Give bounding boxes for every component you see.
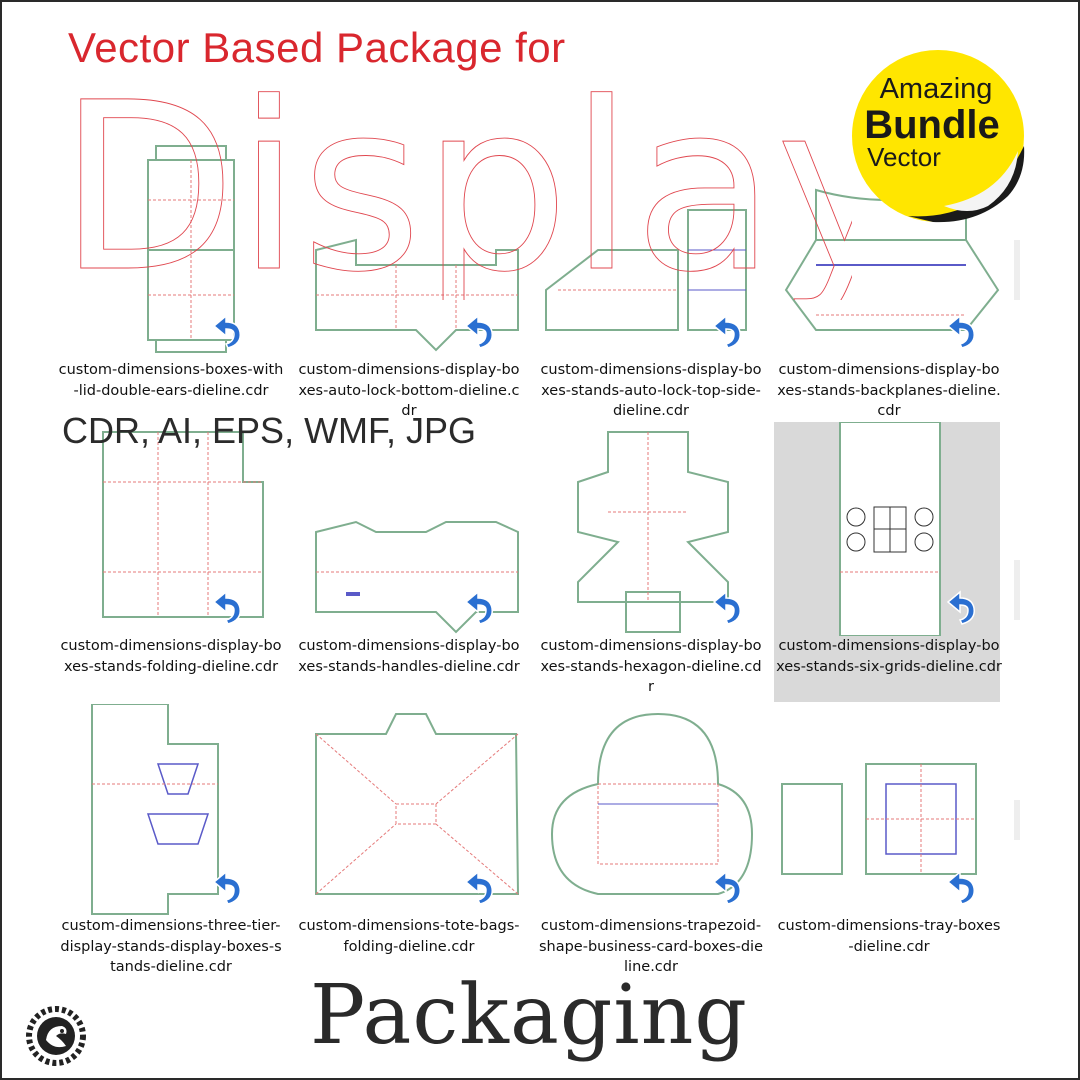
brand-logo-icon: [26, 1006, 86, 1066]
file-name: custom-dimensions-display-boxes-stands-b…: [777, 362, 1001, 419]
shortcut-arrow-icon: [208, 870, 248, 910]
amazing-bundle-badge: Amazing Bundle Vector: [848, 46, 1028, 226]
file-name: custom-dimensions-display-boxes-stands-f…: [60, 638, 282, 675]
file-name: custom-dimensions-trapezoid-shape-busine…: [538, 918, 764, 975]
shortcut-arrow-icon: [708, 590, 748, 630]
file-thumbnail[interactable]: [58, 90, 284, 370]
next-column-partial-thumbnail: [1014, 560, 1020, 620]
shortcut-arrow-icon: [208, 314, 248, 354]
next-column-partial-thumbnail: [1014, 800, 1020, 840]
formats-list: CDR, AI, EPS, WMF, JPG: [62, 410, 477, 451]
badge-line-1: Amazing: [880, 73, 993, 105]
file-thumbnail[interactable]: [538, 704, 764, 984]
badge-page-curl: [908, 146, 1025, 223]
file-thumbnail[interactable]: [774, 422, 1002, 702]
badge-line-2: Bundle: [864, 103, 1000, 147]
file-thumbnail[interactable]: [538, 422, 764, 702]
file-thumbnail[interactable]: [538, 90, 764, 370]
shortcut-arrow-icon: [208, 590, 248, 630]
file-thumbnail[interactable]: [296, 704, 522, 984]
file-name: custom-dimensions-tray-boxes-dieline.cdr: [777, 918, 1001, 955]
file-name: custom-dimensions-display-boxes-stands-h…: [298, 638, 520, 675]
badge-circle: [852, 50, 1024, 222]
file-name: custom-dimensions-three-tier-display-sta…: [60, 918, 282, 975]
shortcut-arrow-icon: [708, 314, 748, 354]
next-column-partial-thumbnail: [1014, 240, 1020, 300]
badge-line-3: Vector: [867, 142, 941, 172]
packaging-word: Packaging: [310, 968, 748, 1063]
file-name: custom-dimensions-display-boxes-stands-s…: [776, 638, 1002, 675]
shortcut-arrow-icon: [460, 870, 500, 910]
file-thumbnail[interactable]: [296, 90, 522, 370]
file-name: custom-dimensions-display-boxes-stands-a…: [540, 362, 762, 419]
badge-curl-highlight: [944, 151, 1018, 211]
file-thumbnail[interactable]: [58, 704, 284, 984]
file-name: custom-dimensions-tote-bags-folding-diel…: [298, 918, 520, 955]
shortcut-arrow-icon: [460, 590, 500, 630]
shortcut-arrow-icon: [708, 870, 748, 910]
file-name: custom-dimensions-boxes-with-lid-double-…: [58, 362, 284, 399]
shortcut-arrow-icon: [942, 590, 982, 630]
shortcut-arrow-icon: [942, 314, 982, 354]
shortcut-arrow-icon: [942, 870, 982, 910]
file-name: custom-dimensions-display-boxes-auto-loc…: [298, 362, 520, 419]
file-name: custom-dimensions-display-boxes-stands-h…: [540, 638, 762, 695]
file-thumbnail[interactable]: [776, 704, 1002, 984]
file-thumbnail[interactable]: [58, 422, 284, 702]
file-thumbnail[interactable]: [296, 422, 522, 702]
shortcut-arrow-icon: [460, 314, 500, 354]
headline: Vector Based Package for: [68, 24, 566, 71]
